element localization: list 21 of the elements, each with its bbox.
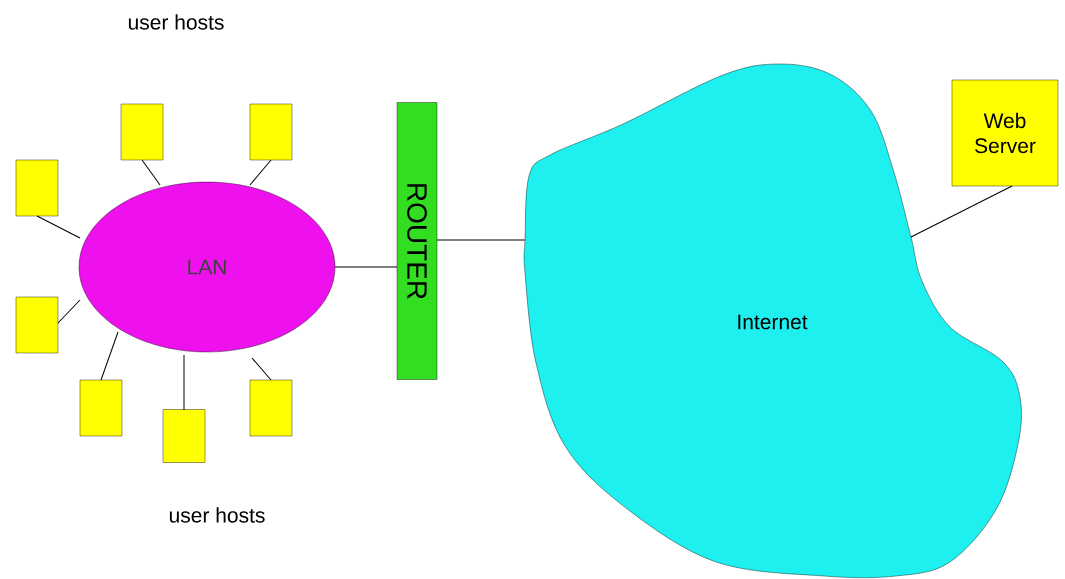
host-box bbox=[249, 379, 293, 437]
connector-line bbox=[249, 159, 272, 186]
host-box bbox=[120, 103, 164, 161]
host-box bbox=[249, 103, 293, 161]
connector-line bbox=[141, 159, 161, 186]
host-box bbox=[79, 379, 123, 437]
host-box bbox=[162, 409, 206, 463]
host-box bbox=[15, 296, 59, 354]
connector-line bbox=[183, 354, 185, 411]
group-label: user hosts bbox=[169, 507, 265, 523]
group-label: user hosts bbox=[128, 14, 224, 30]
connector-line bbox=[36, 215, 81, 239]
router-bar: ROUTER bbox=[396, 102, 438, 380]
connector-line bbox=[910, 185, 1013, 238]
connector-line bbox=[251, 357, 272, 381]
connector-line bbox=[57, 299, 81, 324]
connector-line bbox=[334, 266, 398, 268]
server-box: Web Server bbox=[951, 79, 1059, 187]
host-box bbox=[15, 159, 59, 217]
connector-line bbox=[100, 331, 119, 381]
connector-line bbox=[436, 239, 526, 241]
